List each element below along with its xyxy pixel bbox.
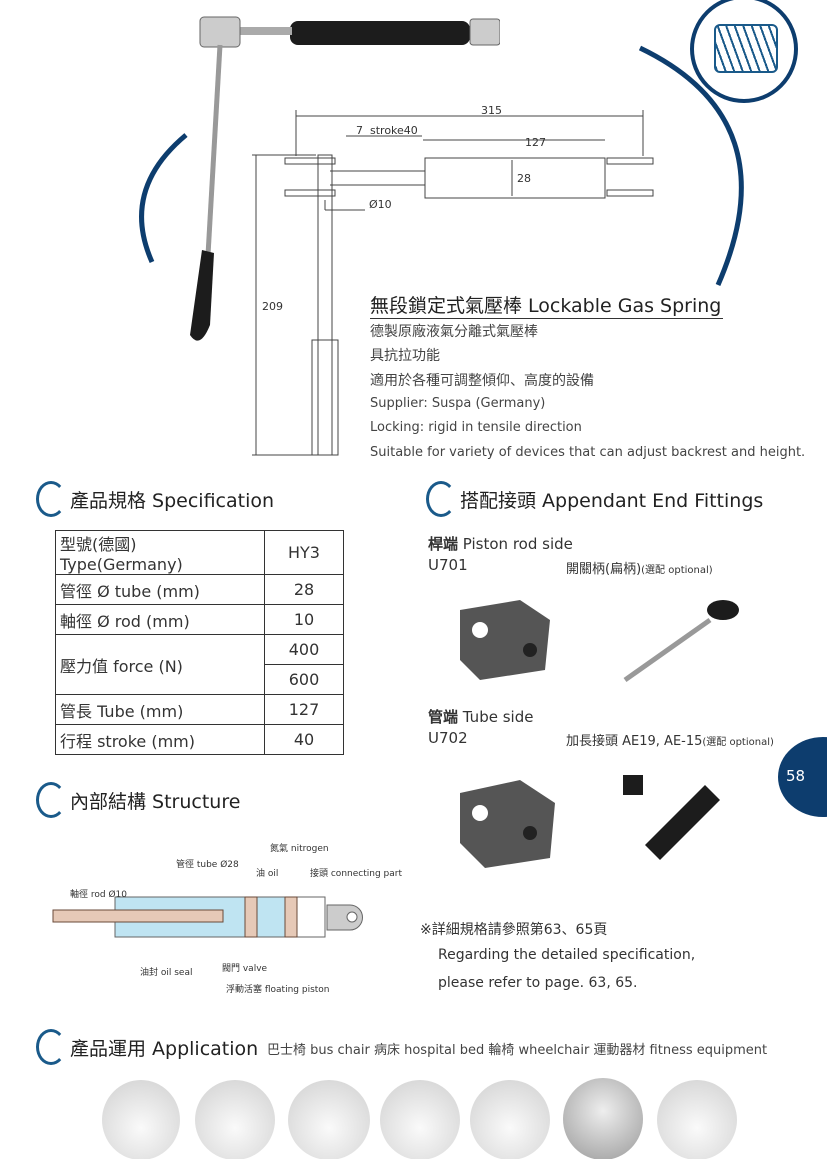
spec-label: 管長 Tube (mm) bbox=[55, 694, 265, 725]
spec-value: 600 bbox=[264, 664, 344, 695]
dim-offset: 7 bbox=[356, 124, 363, 137]
structure-heading-text: 內部結構 Structure bbox=[70, 790, 241, 813]
spec-label: 行程 stroke (mm) bbox=[55, 724, 265, 755]
spec-label: 型號(德國) Type(Germany) bbox=[55, 530, 265, 575]
table-row: 型號(德國) Type(Germany)HY3 bbox=[55, 530, 344, 575]
tube-side-option: 加長接頭 AE19, AE-15(選配 optional) bbox=[566, 730, 774, 749]
table-row: 壓力值 force (N)400 bbox=[55, 634, 344, 695]
tube-side-en: Tube side bbox=[462, 708, 534, 726]
dim-stroke: stroke40 bbox=[370, 124, 418, 137]
note-line-2: Regarding the detailed specification, bbox=[438, 947, 696, 963]
tube-option-note: (選配 optional) bbox=[702, 737, 774, 748]
spec-heading: 產品規格 Specification bbox=[36, 481, 274, 517]
decorative-arc bbox=[139, 45, 744, 286]
label-nitrogen: 氮氣 nitrogen bbox=[270, 844, 329, 854]
product-desc-3: 適用於各種可調整傾仰、高度的設備 bbox=[370, 373, 594, 389]
label-tube: 管徑 tube Ø28 bbox=[176, 860, 239, 870]
dim-tube-diameter: 28 bbox=[517, 172, 531, 185]
rod-side-zh: 桿端 bbox=[428, 535, 459, 553]
product-desc-2: 具抗拉功能 bbox=[370, 348, 440, 364]
dim-tube-length: 127 bbox=[525, 136, 546, 149]
bed-image bbox=[657, 1080, 737, 1159]
label-oil-seal: 油封 oil seal bbox=[140, 968, 193, 978]
tube-side-zh: 管端 bbox=[428, 708, 459, 726]
label-valve: 閥門 valve bbox=[222, 964, 268, 974]
spec-heading-text: 產品規格 Specification bbox=[70, 489, 275, 512]
label-connecting: 接頭 connecting part bbox=[310, 869, 402, 879]
note-line-3: please refer to page. 63, 65. bbox=[438, 975, 638, 991]
product-supplier: Supplier: Suspa (Germany) bbox=[370, 396, 546, 411]
fitness-bike-image bbox=[380, 1080, 460, 1159]
label-piston: 浮動活塞 floating piston bbox=[226, 985, 330, 995]
table-row: 軸徑 Ø rod (mm)10 bbox=[55, 604, 344, 635]
brand-logo bbox=[690, 0, 798, 103]
page-number: 58 bbox=[786, 767, 806, 785]
gas-spring-photo bbox=[190, 16, 500, 341]
spec-value: HY3 bbox=[264, 530, 344, 575]
spec-label: 管徑 Ø tube (mm) bbox=[55, 574, 265, 605]
fittings-heading: 搭配接頭 Appendant End Fittings bbox=[426, 481, 763, 517]
wheelchair-image bbox=[470, 1080, 550, 1159]
dim-lever-length: 209 bbox=[262, 300, 283, 313]
application-heading: 產品運用 Application bbox=[36, 1029, 258, 1065]
hospital-bed-image bbox=[288, 1080, 370, 1159]
application-uses: 巴士椅 bus chair 病床 hospital bed 輪椅 wheelch… bbox=[267, 1043, 768, 1058]
table-image bbox=[195, 1080, 275, 1159]
table-row: 行程 stroke (mm)40 bbox=[55, 724, 344, 755]
note-line-1: ※詳細規格請參照第63、65頁 bbox=[420, 922, 608, 938]
product-desc-1: 德製原廠液氣分離式氣壓棒 bbox=[370, 324, 538, 340]
tube-option-text: 加長接頭 AE19, AE-15 bbox=[566, 734, 703, 749]
spec-label: 壓力值 force (N) bbox=[55, 634, 265, 695]
rod-side-code: U701 bbox=[428, 556, 468, 574]
spec-value: 127 bbox=[264, 694, 344, 725]
dim-total: 315 bbox=[481, 104, 502, 117]
rod-option-note: (選配 optional) bbox=[641, 565, 713, 576]
rod-side-en: Piston rod side bbox=[462, 535, 573, 553]
u701-fitting-image bbox=[460, 600, 550, 680]
technical-drawing bbox=[252, 110, 654, 456]
office-chair-image bbox=[563, 1078, 643, 1159]
spec-label: 軸徑 Ø rod (mm) bbox=[55, 604, 265, 635]
spec-value: 400 bbox=[264, 634, 344, 665]
structure-heading: 內部結構 Structure bbox=[36, 782, 240, 818]
product-title: 無段鎖定式氣壓棒 Lockable Gas Spring bbox=[370, 291, 724, 319]
table-row: 管徑 Ø tube (mm)28 bbox=[55, 574, 344, 605]
structure-diagram bbox=[52, 896, 363, 938]
spec-table: 型號(德國) Type(Germany)HY3 管徑 Ø tube (mm)28… bbox=[55, 530, 344, 755]
rod-side-option: 開關柄(扁柄)(選配 optional) bbox=[566, 558, 713, 577]
spec-value: 40 bbox=[264, 724, 344, 755]
u702-fitting-image bbox=[460, 780, 555, 868]
extension-fitting-image bbox=[623, 775, 720, 860]
page-tab: 58 bbox=[778, 737, 827, 817]
spec-value: 28 bbox=[264, 574, 344, 605]
product-suitable: Suitable for variety of devices that can… bbox=[370, 445, 806, 460]
fittings-heading-text: 搭配接頭 Appendant End Fittings bbox=[460, 489, 764, 512]
table-row: 管長 Tube (mm)127 bbox=[55, 694, 344, 725]
rod-side-title: 桿端 Piston rod side bbox=[428, 533, 573, 554]
label-rod: 軸徑 rod Ø10 bbox=[70, 890, 127, 900]
rod-option-text: 開關柄(扁柄) bbox=[566, 562, 642, 577]
application-heading-text: 產品運用 Application bbox=[70, 1037, 259, 1060]
bus-chair-image bbox=[102, 1080, 180, 1159]
dim-rod-diameter: Ø10 bbox=[369, 198, 392, 211]
spec-value: 10 bbox=[264, 604, 344, 635]
handle-lever-image bbox=[623, 600, 739, 683]
tube-side-code: U702 bbox=[428, 729, 468, 747]
label-oil: 油 oil bbox=[256, 869, 279, 879]
tube-side-title: 管端 Tube side bbox=[428, 706, 533, 727]
table-row: 600 bbox=[56, 664, 344, 695]
product-locking: Locking: rigid in tensile direction bbox=[370, 420, 582, 435]
